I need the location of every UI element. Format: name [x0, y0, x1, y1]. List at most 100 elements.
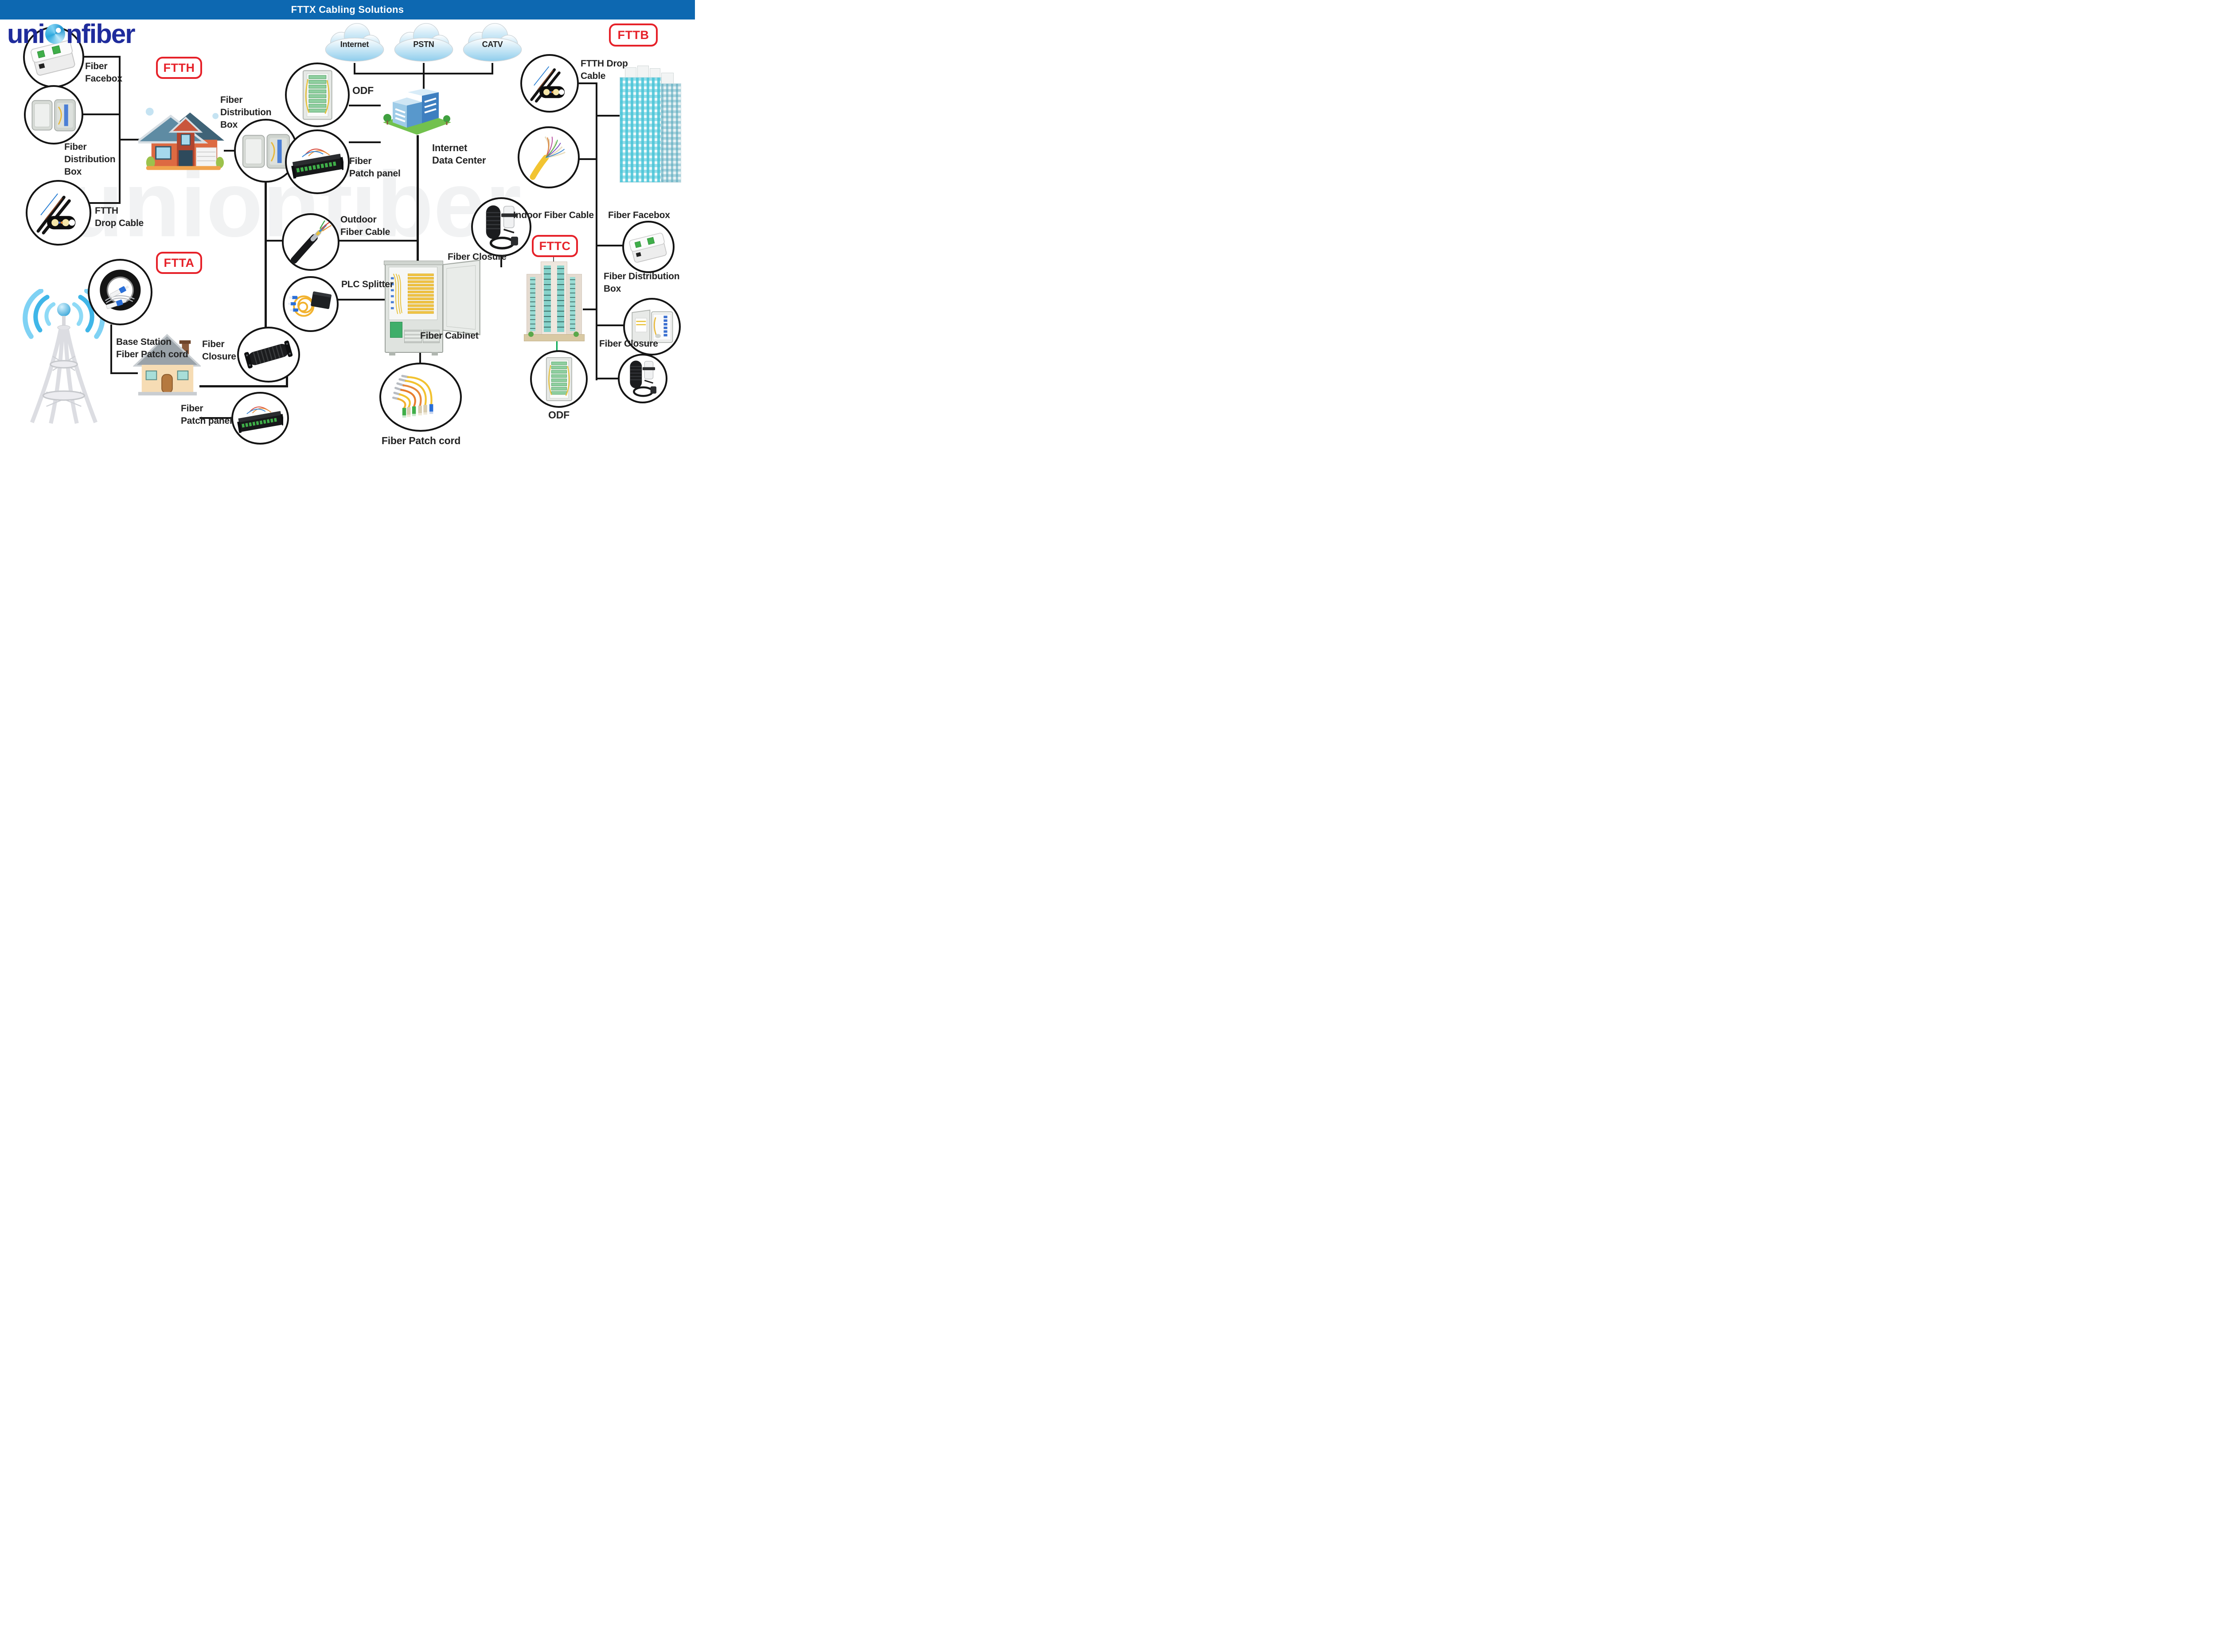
fiber-closure-fttc-circle — [618, 354, 667, 403]
connector-line — [338, 299, 386, 301]
ftth-badge: FTTH — [156, 57, 202, 79]
odf-rack-icon — [546, 357, 572, 401]
odf-top-circle — [285, 62, 350, 127]
connector-line — [597, 324, 625, 326]
fiber-closure-center-circle — [471, 197, 531, 257]
indoor-fiber-cable-icon — [530, 136, 566, 180]
ftth-drop-cable-fttb-circle — [520, 54, 579, 113]
connector-line — [583, 309, 597, 310]
logo-text-right: nfiber — [66, 19, 136, 49]
catv-cloud-label: CATV — [482, 40, 503, 49]
connector-line — [224, 150, 235, 152]
fttc-badge-label: FTTC — [539, 239, 571, 253]
fiber-distribution-box-fttc-circle — [623, 298, 681, 355]
connector-line — [82, 113, 120, 115]
fttc-building-icon — [524, 256, 585, 341]
header-bar: FTTX Cabling Solutions — [0, 0, 695, 20]
fiber-distribution-box-icon — [31, 99, 76, 132]
cloud-icon — [394, 23, 453, 62]
wall-distribution-box-icon — [631, 309, 673, 344]
base-station-patch-cord-circle — [88, 259, 152, 325]
fiber-closure-fttc-label: Fiber Closure — [599, 339, 658, 349]
fiber-patch-panel-icon — [291, 148, 344, 179]
fiber-patch-cords-icon — [392, 375, 433, 418]
connector-line — [492, 63, 493, 74]
fiber-facebox-fttb-circle — [622, 221, 675, 273]
fiber-patch-panel-icon — [237, 406, 284, 433]
base-station-tower-icon — [21, 288, 106, 427]
connector-line — [84, 56, 120, 58]
connector-line — [110, 324, 112, 374]
ftta-house-icon — [132, 333, 202, 400]
connector-line — [597, 245, 624, 246]
fttc-badge: FTTC — [532, 235, 578, 257]
internet-cloud-label: Internet — [340, 40, 369, 49]
fiber-patch-cord-label: Fiber Patch cord — [381, 435, 461, 445]
fiber-facebox-left-circle — [23, 27, 84, 88]
connector-line — [579, 82, 597, 84]
ftth-drop-cable-icon — [36, 193, 76, 234]
ftth-badge-label: FTTH — [163, 61, 195, 74]
fttb-badge-label: FTTB — [617, 28, 649, 42]
fiber-distribution-box-icon — [242, 133, 290, 168]
data-center-building-icon — [379, 85, 455, 137]
fiber-facebox-fttb-label: Fiber Facebox — [608, 210, 670, 220]
fiber-closure-dome-icon — [630, 360, 657, 397]
fiber-patch-panel-bottom-circle — [231, 392, 289, 445]
fiber-patch-panel-top-circle — [285, 129, 350, 194]
fiber-distribution-box-left-circle — [24, 85, 83, 145]
odf-fttc-label: ODF — [548, 409, 570, 421]
internet-cloud: Internet — [321, 23, 388, 65]
plc-splitter-label: PLC Splitter — [341, 279, 394, 289]
cabinet-interior-icon — [390, 273, 434, 314]
pstn-cloud-label: PSTN — [413, 40, 434, 49]
odf-top-label: ODF — [352, 85, 374, 96]
outdoor-fiber-cable-circle — [282, 213, 339, 271]
connector-line — [110, 372, 138, 374]
indoor-fiber-cable-circle — [518, 126, 580, 188]
connector-line — [119, 56, 121, 204]
plc-splitter-circle — [283, 276, 339, 332]
connector-line — [596, 82, 597, 380]
outdoor-fiber-cable-icon — [290, 220, 332, 264]
plc-splitter-icon — [288, 291, 332, 317]
cloud-icon — [463, 23, 522, 62]
ftth-house-icon — [133, 105, 226, 176]
odf-fttc-circle — [530, 350, 588, 408]
logo-text-left: uni — [7, 19, 45, 49]
connector-line — [423, 74, 425, 91]
ftta-badge-label: FTTA — [164, 256, 195, 269]
connector-line — [199, 417, 232, 419]
green-connector-line — [556, 340, 558, 351]
connector-line — [349, 105, 381, 106]
fiber-facebox-icon — [30, 40, 75, 76]
connector-line — [199, 385, 288, 387]
fiber-closure-dome-icon — [486, 205, 518, 250]
fiber-patch-cord-circle — [379, 363, 462, 432]
cabinet-door-icon — [443, 259, 480, 336]
connector-line — [120, 139, 140, 141]
fiber-closure-ftta-circle — [237, 327, 300, 383]
brand-logo: uni nfiber — [7, 19, 136, 49]
ftth-drop-cable-left-circle — [26, 180, 91, 246]
odf-rack-icon — [302, 70, 332, 120]
connector-line — [597, 115, 620, 117]
connector-line — [267, 240, 283, 242]
fiber-facebox-icon — [629, 232, 667, 263]
fiber-closure-horizontal-icon — [244, 340, 293, 369]
connector-line — [500, 256, 502, 267]
connector-line — [417, 135, 419, 262]
connector-line — [265, 182, 267, 328]
